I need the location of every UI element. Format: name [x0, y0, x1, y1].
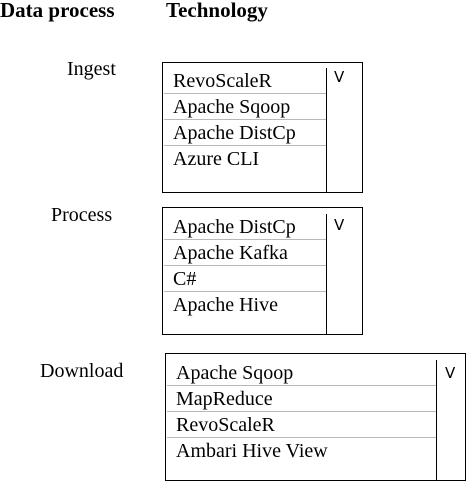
ingest-label: Ingest: [67, 58, 116, 80]
ingest-option[interactable]: RevoScaleR: [164, 68, 326, 94]
download-option[interactable]: RevoScaleR: [167, 412, 436, 438]
download-options-list: Apache Sqoop MapReduce RevoScaleR Ambari…: [167, 360, 437, 481]
download-option[interactable]: Ambari Hive View: [176, 440, 328, 462]
process-options-list: Apache DistCp Apache Kafka C# Apache Hiv…: [164, 214, 327, 335]
download-option[interactable]: Apache Sqoop: [167, 360, 436, 386]
process-dropdown[interactable]: Apache DistCp Apache Kafka C# Apache Hiv…: [162, 207, 363, 335]
ingest-option[interactable]: Azure CLI: [173, 148, 260, 170]
ingest-option[interactable]: Apache Sqoop: [164, 94, 326, 120]
process-option[interactable]: Apache DistCp: [164, 214, 326, 240]
process-option[interactable]: Apache Kafka: [164, 240, 326, 266]
chevron-down-icon[interactable]: V: [445, 364, 456, 382]
ingest-option[interactable]: Apache DistCp: [164, 120, 326, 146]
process-option[interactable]: C#: [164, 266, 326, 292]
ingest-options-list: RevoScaleR Apache Sqoop Apache DistCp Az…: [164, 68, 327, 192]
ingest-dropdown[interactable]: RevoScaleR Apache Sqoop Apache DistCp Az…: [162, 62, 363, 193]
process-label: Process: [51, 204, 113, 226]
data-process-header: Data process: [0, 0, 115, 22]
technology-header: Technology: [166, 0, 268, 22]
chevron-down-icon[interactable]: V: [334, 216, 345, 234]
download-label: Download: [40, 360, 124, 382]
download-dropdown[interactable]: Apache Sqoop MapReduce RevoScaleR Ambari…: [165, 353, 466, 481]
chevron-down-icon[interactable]: V: [334, 68, 345, 86]
download-option[interactable]: MapReduce: [167, 386, 436, 412]
process-option[interactable]: Apache Hive: [173, 294, 278, 316]
